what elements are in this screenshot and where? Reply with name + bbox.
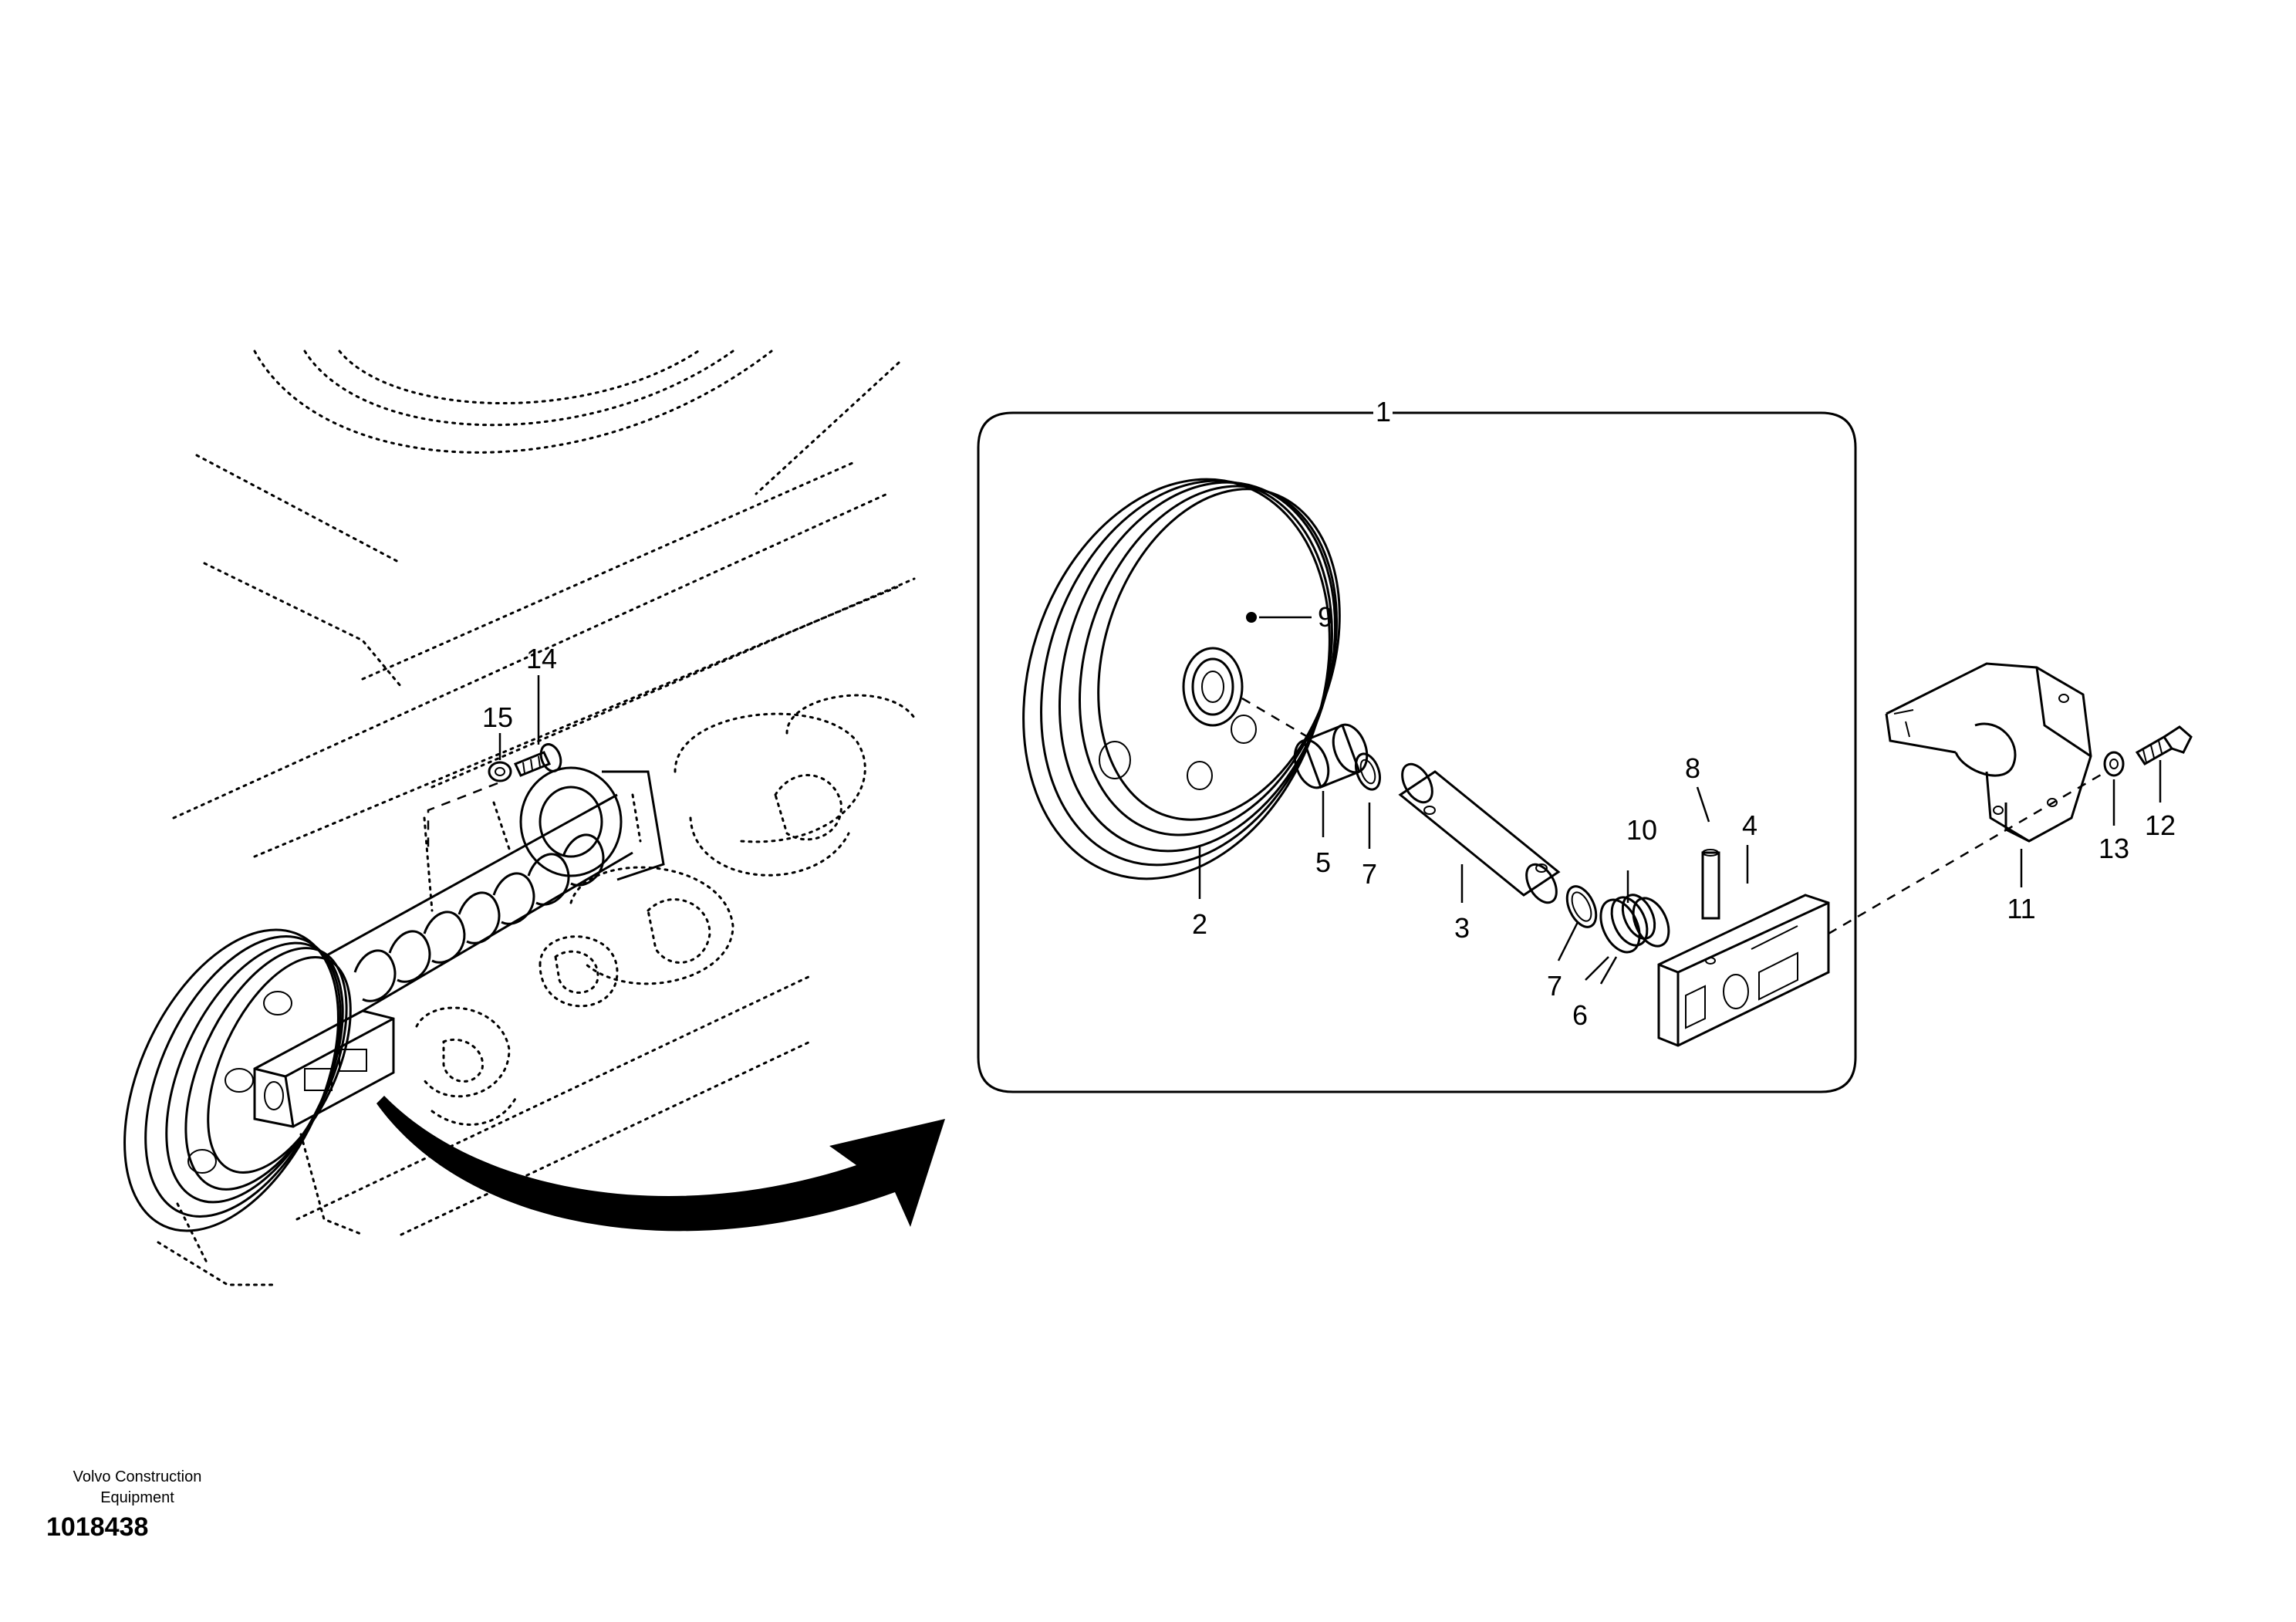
overview-bolt-and-washer (427, 743, 562, 849)
document-number: 1018438 (46, 1512, 149, 1542)
company-name-line2: Equipment (100, 1489, 174, 1506)
callout-2: 2 (1192, 908, 1207, 940)
seal-group (1565, 885, 1670, 954)
callout-11: 11 (2007, 893, 2035, 924)
callout-13: 13 (2098, 833, 2129, 864)
callout-labels: 1 9 2 5 7 3 7 6 10 8 4 11 13 12 15 14 (482, 396, 2176, 1031)
callout-9: 9 (1318, 601, 1333, 633)
callout-3: 3 (1454, 912, 1470, 944)
callout-1: 1 (1376, 396, 1391, 427)
detail-box (977, 411, 1857, 1093)
callout-8: 8 (1685, 752, 1700, 784)
bushing-and-oring (1293, 723, 1382, 791)
bearing-block-part (1657, 894, 1830, 1047)
callout-12: 12 (2145, 809, 2176, 841)
callout-4: 4 (1742, 809, 1757, 841)
shaft-part (1398, 762, 1561, 904)
bracket-bolt-and-washer (2103, 725, 2193, 777)
company-name-line1: Volvo Construction (73, 1468, 202, 1485)
undercarriage-overview (157, 350, 916, 1286)
callout-7a: 7 (1362, 858, 1377, 890)
transfer-arrow (376, 1096, 945, 1232)
leader-lines (498, 616, 2162, 985)
idler-wheel-part (1022, 478, 1341, 880)
callout-10: 10 (1626, 814, 1657, 846)
callout-14: 14 (526, 643, 557, 674)
callout-6: 6 (1572, 999, 1588, 1031)
callout-7b: 7 (1547, 970, 1562, 1002)
recoil-spring (323, 766, 665, 1012)
callout-15: 15 (482, 701, 513, 733)
pin-part (1701, 849, 1720, 920)
assembly-lines (1241, 697, 2107, 935)
callout-5: 5 (1315, 846, 1331, 878)
bracket-part (1885, 662, 2092, 843)
idler-wheel-overview (123, 928, 395, 1232)
